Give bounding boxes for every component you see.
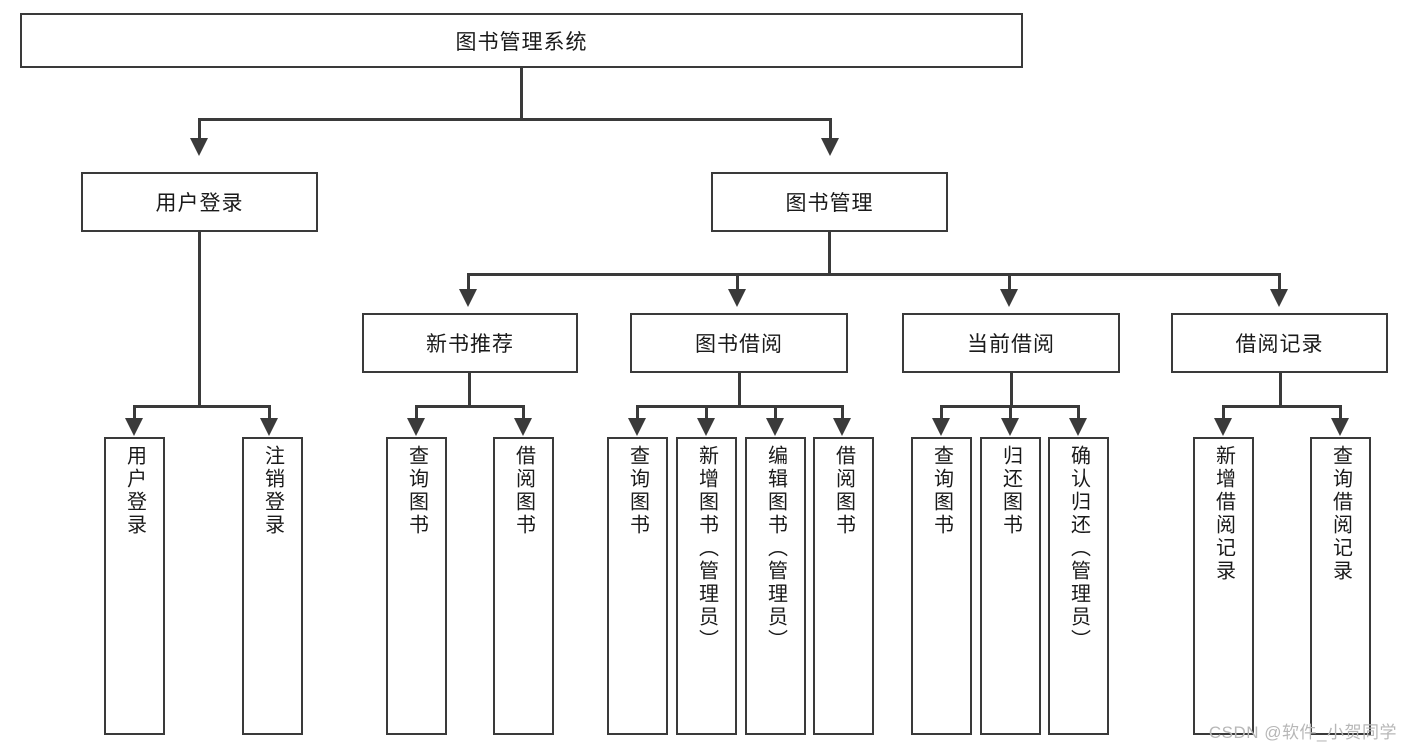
node-root-label: 图书管理系统 (455, 30, 588, 54)
node-current-borrow-label: 当前借阅 (967, 333, 1055, 356)
node-current-borrow[interactable]: 当前借阅 (902, 313, 1120, 373)
arrow-to-current-borrow (1000, 289, 1018, 307)
connector-br-drop-2 (1339, 405, 1342, 420)
arrow-to-leaf-bb-query (628, 418, 646, 436)
connector-book-borrow-bar (636, 405, 844, 408)
connector-borrow-record-stem (1279, 373, 1282, 407)
arrow-to-borrow-record (1270, 289, 1288, 307)
node-new-book-recommend-label: 新书推荐 (426, 333, 514, 356)
node-new-book-recommend[interactable]: 新书推荐 (362, 313, 578, 373)
leaf-cb-query-book-label: 查询图书 (930, 445, 953, 537)
connector-book-borrow-stem (738, 373, 741, 407)
connector-root-stem (520, 68, 523, 118)
node-book-manage-label: 图书管理 (785, 192, 874, 215)
arrow-to-user-login (190, 138, 208, 156)
node-user-login[interactable]: 用户登录 (81, 172, 318, 232)
leaf-bb-query-book[interactable]: 查询图书 (607, 437, 668, 735)
arrow-to-book-borrow (728, 289, 746, 307)
connector-level3-drop-4 (1278, 273, 1281, 291)
connector-new-book-stem (468, 373, 471, 407)
connector-cb-drop-1 (940, 405, 943, 420)
arrow-to-leaf-br-query (1331, 418, 1349, 436)
connector-cb-drop-2 (1009, 405, 1012, 420)
arrow-to-leaf-logout (260, 418, 278, 436)
leaf-bb-edit-book-label: 编辑图书（管理员） (764, 445, 787, 652)
leaf-logout-label: 注销登录 (261, 445, 284, 537)
leaf-cb-query-book[interactable]: 查询图书 (911, 437, 972, 735)
leaf-bb-borrow-book[interactable]: 借阅图书 (813, 437, 874, 735)
leaf-cb-return-book-label: 归还图书 (999, 445, 1022, 537)
connector-bb-drop-4 (841, 405, 844, 420)
csdn-watermark: CSDN @软件_小贺同学 (1208, 723, 1397, 742)
arrow-to-leaf-cb-query (932, 418, 950, 436)
connector-bb-drop-2 (705, 405, 708, 420)
connector-bb-drop-1 (636, 405, 639, 420)
node-book-manage[interactable]: 图书管理 (711, 172, 948, 232)
connector-new-book-bar (415, 405, 525, 408)
leaf-bb-borrow-book-label: 借阅图书 (832, 445, 855, 537)
leaf-logout[interactable]: 注销登录 (242, 437, 303, 735)
arrow-to-leaf-bb-borrow (833, 418, 851, 436)
connector-level3-drop-3 (1008, 273, 1011, 291)
connector-level2-right-drop (829, 118, 832, 140)
arrow-to-leaf-cb-confirm (1069, 418, 1087, 436)
connector-level2-bar (198, 118, 832, 121)
connector-user-login-drop-2 (268, 405, 271, 420)
arrow-to-leaf-nb-query (407, 418, 425, 436)
connector-br-drop-1 (1222, 405, 1225, 420)
leaf-user-login-label: 用户登录 (123, 445, 146, 537)
connector-level3-bar (467, 273, 1281, 276)
connector-new-book-drop-1 (415, 405, 418, 420)
node-user-login-label: 用户登录 (155, 192, 244, 215)
arrow-to-new-book-recommend (459, 289, 477, 307)
leaf-user-login[interactable]: 用户登录 (104, 437, 165, 735)
leaf-bb-query-book-label: 查询图书 (626, 445, 649, 537)
connector-borrow-record-bar (1222, 405, 1342, 408)
leaf-bb-add-book-label: 新增图书（管理员） (695, 445, 718, 652)
connector-book-manage-stem (828, 232, 831, 275)
connector-cb-drop-3 (1077, 405, 1080, 420)
arrow-to-leaf-nb-borrow (514, 418, 532, 436)
connector-bb-drop-3 (774, 405, 777, 420)
leaf-cb-confirm-return[interactable]: 确认归还（管理员） (1048, 437, 1109, 735)
node-book-borrow[interactable]: 图书借阅 (630, 313, 848, 373)
connector-current-borrow-stem (1010, 373, 1013, 407)
leaf-nb-borrow-book[interactable]: 借阅图书 (493, 437, 554, 735)
arrow-to-leaf-bb-add (697, 418, 715, 436)
leaf-bb-add-book[interactable]: 新增图书（管理员） (676, 437, 737, 735)
leaf-nb-query-book-label: 查询图书 (405, 445, 428, 537)
connector-user-login-bar (133, 405, 270, 408)
leaf-br-query-record[interactable]: 查询借阅记录 (1310, 437, 1371, 735)
leaf-nb-query-book[interactable]: 查询图书 (386, 437, 447, 735)
connector-user-login-stem (198, 232, 201, 407)
node-root[interactable]: 图书管理系统 (20, 13, 1023, 68)
leaf-nb-borrow-book-label: 借阅图书 (512, 445, 535, 537)
arrow-to-leaf-cb-return (1001, 418, 1019, 436)
arrow-to-leaf-bb-edit (766, 418, 784, 436)
node-borrow-record[interactable]: 借阅记录 (1171, 313, 1388, 373)
leaf-bb-edit-book[interactable]: 编辑图书（管理员） (745, 437, 806, 735)
leaf-cb-return-book[interactable]: 归还图书 (980, 437, 1041, 735)
leaf-br-add-record[interactable]: 新增借阅记录 (1193, 437, 1254, 735)
arrow-to-leaf-user-login (125, 418, 143, 436)
connector-level2-left-drop (198, 118, 201, 140)
connector-level3-drop-1 (467, 273, 470, 291)
connector-user-login-drop-1 (133, 405, 136, 420)
connector-level3-drop-2 (736, 273, 739, 291)
arrow-to-leaf-br-add (1214, 418, 1232, 436)
connector-new-book-drop-2 (522, 405, 525, 420)
node-borrow-record-label: 借阅记录 (1235, 333, 1324, 356)
leaf-br-query-record-label: 查询借阅记录 (1329, 445, 1352, 583)
leaf-cb-confirm-return-label: 确认归还（管理员） (1067, 445, 1090, 652)
leaf-br-add-record-label: 新增借阅记录 (1212, 445, 1235, 583)
arrow-to-book-manage (821, 138, 839, 156)
node-book-borrow-label: 图书借阅 (695, 333, 783, 356)
